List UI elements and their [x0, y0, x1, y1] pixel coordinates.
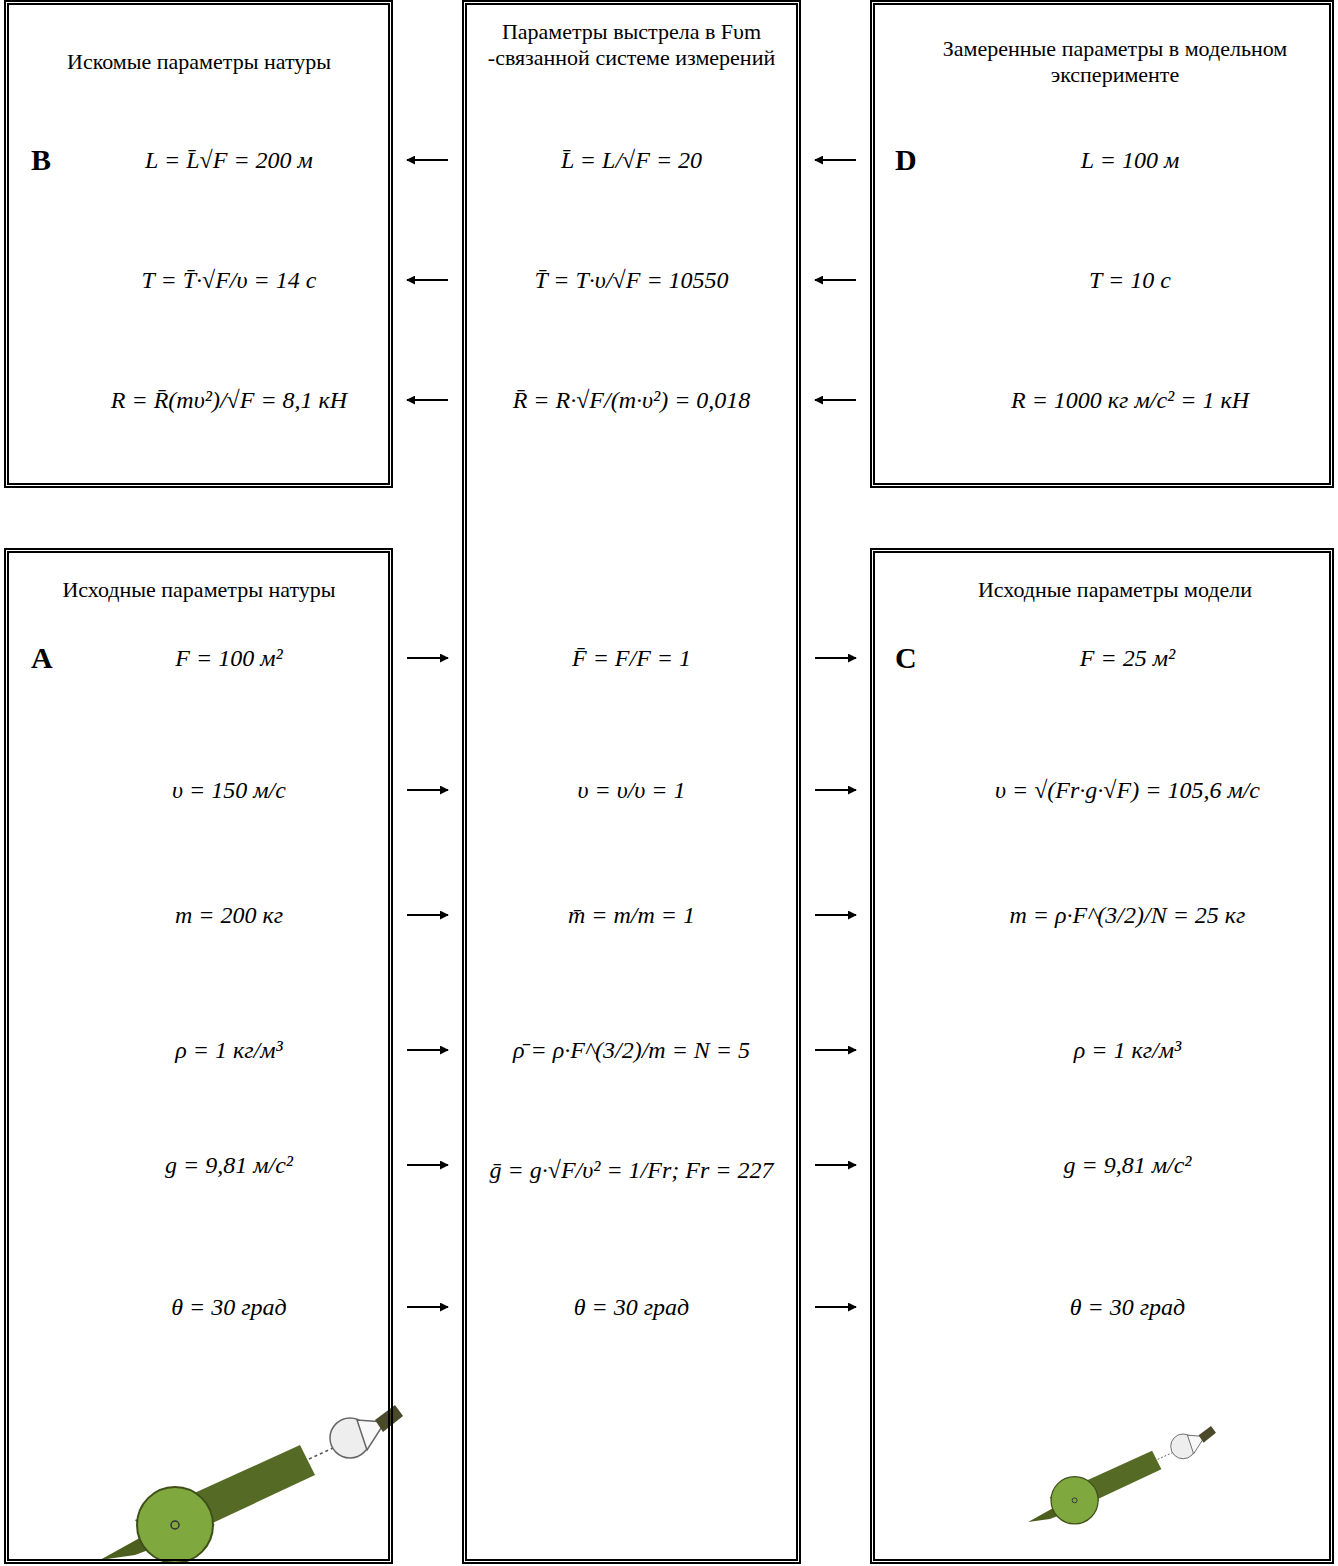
flow-arrow [815, 399, 856, 401]
flow-arrow [815, 914, 856, 916]
box-heading: Замеренные параметры в модельном экспери… [915, 36, 1315, 89]
flow-arrow [815, 279, 856, 281]
formula: θ = 30 град [472, 1293, 791, 1322]
box-heading: Искомые параметры натуры [34, 49, 364, 75]
cannon-wheel [1051, 1477, 1098, 1524]
cannon-wheel [137, 1487, 213, 1563]
dimensionless-box: Параметры выстрела в Fυm -связанной сист… [462, 0, 801, 1564]
formula: θ = 30 град [79, 1293, 379, 1322]
wheel-hub [171, 1521, 179, 1529]
result-box: Искомые параметры натурыB L = L̄√F = 200 … [4, 0, 393, 488]
formula: T = 10 с [945, 266, 1315, 295]
model-box: Исходные параметры моделиCF = 25 м² υ = √… [870, 548, 1334, 1564]
formula: F̄ = F/F = 1 [472, 644, 791, 673]
cannon-model [1028, 1426, 1216, 1524]
formula: m = 200 кг [79, 901, 379, 930]
formula: ρ̄ = ρ·F^(3/2)/m = N = 5 [472, 1036, 791, 1065]
formula: T = T̄·√F/υ = 14 с [79, 266, 379, 295]
panel-letter: A [31, 640, 71, 676]
flow-arrow [407, 159, 448, 161]
flow-arrow [407, 657, 448, 659]
panel-letter: C [895, 640, 935, 676]
formula: m̄ = m/m = 1 [472, 901, 791, 930]
formula: L = 100 м [945, 146, 1315, 175]
formula: ρ = 1 кг/м³ [79, 1036, 379, 1065]
flow-arrow [815, 1306, 856, 1308]
flow-arrow [815, 657, 856, 659]
flow-arrow [815, 789, 856, 791]
formula: m = ρ·F^(3/2)/N = 25 кг [935, 901, 1320, 930]
formula: F = 25 м² [935, 644, 1320, 673]
flow-arrow [407, 1049, 448, 1051]
formula: g = 9,81 м/с² [79, 1151, 379, 1180]
formula: L̄ = L/√F = 20 [472, 146, 791, 175]
formula: R̄ = R·√F/(m·υ²) = 0,018 [472, 386, 791, 415]
panel-letter: B [31, 142, 71, 178]
flow-arrow [407, 789, 448, 791]
wheel-hub [1072, 1498, 1077, 1503]
formula: ρ = 1 кг/м³ [935, 1036, 1320, 1065]
formula: F = 100 м² [79, 644, 379, 673]
box-heading: Исходные параметры модели [915, 577, 1315, 603]
trajectory-line [1158, 1453, 1173, 1460]
formula: T̄ = T·υ/√F = 10550 [472, 266, 791, 295]
formula: θ = 30 град [935, 1293, 1320, 1322]
formula: υ = υ/υ = 1 [472, 776, 791, 805]
panel-letter: D [895, 142, 935, 178]
box-heading: Параметры выстрела в Fυm -связанной сист… [472, 19, 791, 72]
flow-arrow [407, 399, 448, 401]
flow-arrow [815, 159, 856, 161]
flow-arrow [815, 1164, 856, 1166]
flow-arrow [407, 914, 448, 916]
source-box: Исходные параметры натурыA F = 100 м² υ = … [4, 548, 393, 1564]
formula: g = 9,81 м/с² [935, 1151, 1320, 1180]
measured-box: Замеренные параметры в модельном экспери… [870, 0, 1334, 488]
flow-arrow [407, 279, 448, 281]
formula: υ = 150 м/с [79, 776, 379, 805]
formula: ḡ = g·√F/υ² = 1/Fr; Fr = 227 [472, 1156, 791, 1185]
flow-arrow [407, 1164, 448, 1166]
flow-arrow [407, 1306, 448, 1308]
formula: R = 1000 кг м/с² = 1 кН [945, 386, 1315, 415]
formula: υ = √(Fr·g·√F) = 105,6 м/с [935, 776, 1320, 805]
cannon-full-scale [100, 1405, 403, 1563]
formula: R = R̄(mυ²)/√F = 8,1 кН [79, 386, 379, 415]
trajectory-line [309, 1448, 333, 1459]
flow-arrow [815, 1049, 856, 1051]
box-heading: Исходные параметры натуры [34, 577, 364, 603]
formula: L = L̄√F = 200 м [79, 146, 379, 175]
shell-cap [1199, 1426, 1216, 1443]
